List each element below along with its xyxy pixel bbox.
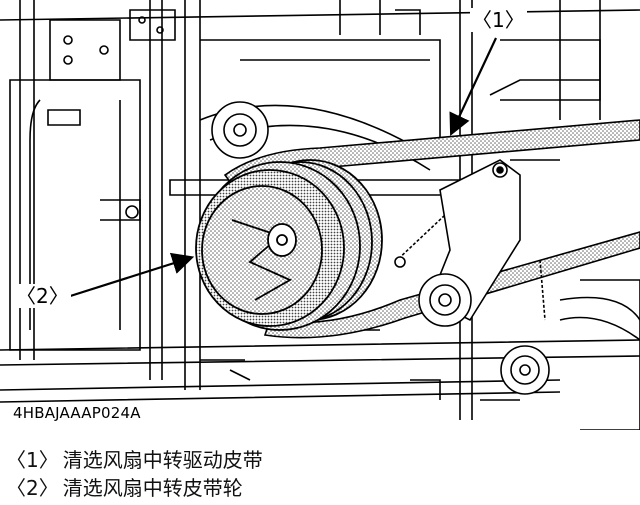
legend: 〈1〉清选风扇中转驱动皮带 〈2〉清选风扇中转皮带轮	[6, 446, 263, 502]
legend-text: 清选风扇中转皮带轮	[62, 476, 243, 500]
tension-idlers	[418, 273, 550, 395]
callout-2-label: 〈2〉	[14, 284, 71, 308]
frame-lines	[0, 0, 640, 430]
jackshaft-pulley	[195, 159, 383, 331]
legend-item-2: 〈2〉清选风扇中转皮带轮	[6, 474, 263, 502]
legend-item-1: 〈1〉清选风扇中转驱动皮带	[6, 446, 263, 474]
legend-text: 清选风扇中转驱动皮带	[62, 448, 263, 472]
figure-id-label: 4HBAJAAAP024A	[10, 404, 144, 422]
upper-idler	[211, 101, 269, 159]
line-drawing	[0, 0, 640, 430]
callout-arrows	[63, 37, 497, 300]
callout-1-label: 〈1〉	[470, 8, 527, 32]
legend-tag: 〈1〉	[6, 448, 59, 472]
legend-tag: 〈2〉	[6, 476, 59, 500]
machine-illustration: 〈1〉 〈2〉 4HBAJAAAP024A	[0, 0, 640, 430]
